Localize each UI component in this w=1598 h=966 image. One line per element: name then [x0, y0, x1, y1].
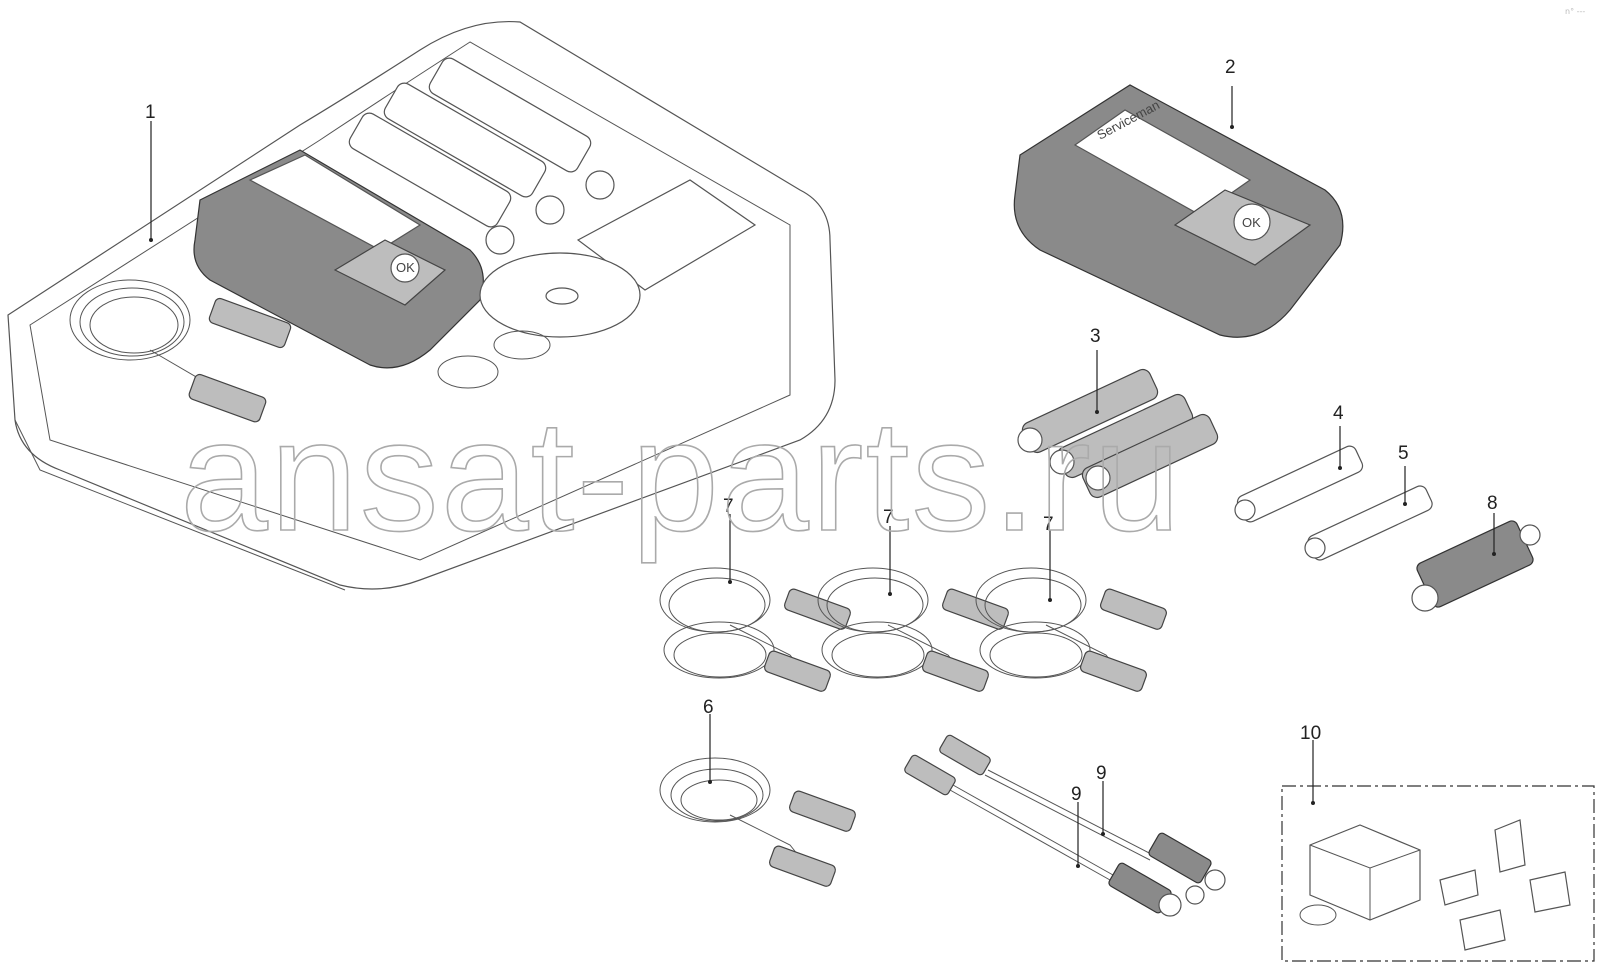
callout-9b: 9 — [1071, 784, 1082, 805]
pressure-probe-set — [1017, 368, 1219, 499]
case-manual-and-cd — [437, 179, 757, 389]
case-coiled-cable — [69, 279, 292, 423]
single-pressure-probe-4 — [1234, 445, 1364, 523]
case-handheld-unit: OK — [193, 149, 484, 369]
adapter-module — [1411, 520, 1541, 612]
callout-9a: 9 — [1096, 763, 1107, 784]
leader-lines — [149, 86, 1496, 868]
coiled-cable-7c — [975, 567, 1167, 692]
splitter-cable-9b — [904, 754, 1205, 917]
callout-numbers: 1 2 3 4 5 6 7 7 7 8 9 9 10 — [145, 57, 1498, 805]
splitter-cable-9a — [939, 734, 1226, 891]
callout-2: 2 — [1225, 57, 1236, 78]
callout-7c: 7 — [1043, 514, 1054, 535]
callout-5: 5 — [1398, 443, 1409, 464]
single-pressure-probe-5 — [1304, 485, 1433, 561]
callout-8: 8 — [1487, 493, 1498, 514]
callout-4: 4 — [1333, 403, 1344, 424]
power-supply-kit — [1281, 785, 1595, 962]
callout-3: 3 — [1090, 326, 1101, 347]
coiled-cable-6 — [659, 757, 856, 887]
carry-case-kit: OK — [7, 20, 836, 591]
device-ok-label: OK — [1242, 215, 1261, 230]
callout-6: 6 — [703, 697, 714, 718]
callout-10: 10 — [1300, 723, 1321, 744]
callout-7a: 7 — [723, 496, 734, 517]
watermark-text: ansat-parts.ru — [180, 388, 1183, 564]
callout-1: 1 — [145, 102, 156, 123]
handheld-analyzer-unit: OK Serviceman — [1013, 84, 1344, 338]
case-ok-label: OK — [396, 260, 415, 275]
callout-7b: 7 — [883, 507, 894, 528]
case-pressure-probes — [348, 57, 615, 255]
corner-mark: n° --- — [1565, 7, 1585, 16]
